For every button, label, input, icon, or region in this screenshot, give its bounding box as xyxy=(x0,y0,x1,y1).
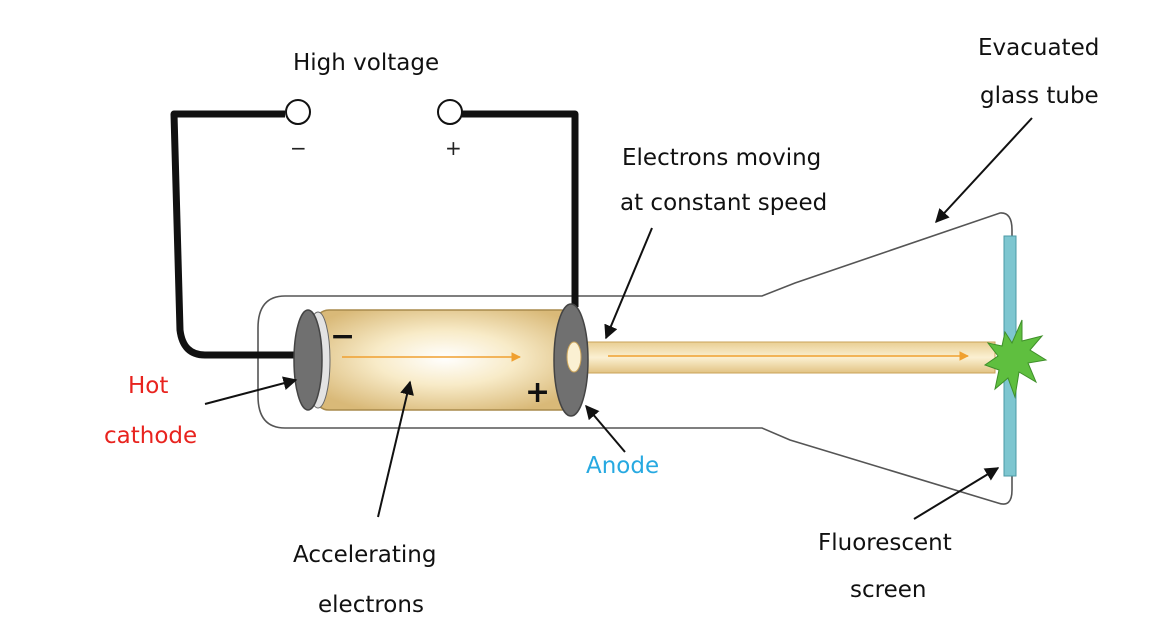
hot-cathode-pointer-arrow xyxy=(204,376,298,405)
anode-pointer-arrow xyxy=(585,404,626,453)
evacuated-glass-tube-label-line2: glass tube xyxy=(980,83,1099,109)
electrons-moving-pointer-arrow xyxy=(604,227,653,340)
electron-beam xyxy=(569,341,996,374)
high-voltage-label: High voltage xyxy=(293,50,439,76)
accelerating-electrons-label-line1: Accelerating xyxy=(293,542,436,568)
anode-wire xyxy=(462,110,579,307)
cathode-wire xyxy=(170,110,298,359)
electrons-moving-label-line1: Electrons moving xyxy=(622,145,821,171)
accelerating-pointer-arrow xyxy=(377,380,414,518)
anode-aperture xyxy=(566,341,582,373)
hot-cathode-disc xyxy=(293,309,323,411)
plus-terminal-label: + xyxy=(445,136,462,160)
minus-terminal-label: − xyxy=(290,136,307,160)
cylinder-minus-sign: − xyxy=(330,319,355,354)
cylinder-plus-sign: + xyxy=(525,375,550,410)
cathode-label: cathode xyxy=(104,423,197,449)
glass-tube-outline xyxy=(257,212,1013,505)
evacuated-pointer-arrow xyxy=(935,117,1033,224)
impact-flash xyxy=(983,319,1048,399)
fluorescent-screen-label-line1: Fluorescent xyxy=(818,530,952,556)
evacuated-glass-tube-label-line1: Evacuated xyxy=(978,35,1099,61)
fluorescent-pointer-arrow xyxy=(913,467,1000,520)
electrons-moving-label-line2: at constant speed xyxy=(620,190,827,216)
fluorescent-screen-label-line2: screen xyxy=(850,577,926,603)
accelerating-electrons-label-line2: electrons xyxy=(318,592,424,618)
positive-terminal xyxy=(437,99,463,125)
anode-label: Anode xyxy=(586,453,659,479)
hot-label: Hot xyxy=(128,373,168,399)
negative-terminal xyxy=(285,99,311,125)
